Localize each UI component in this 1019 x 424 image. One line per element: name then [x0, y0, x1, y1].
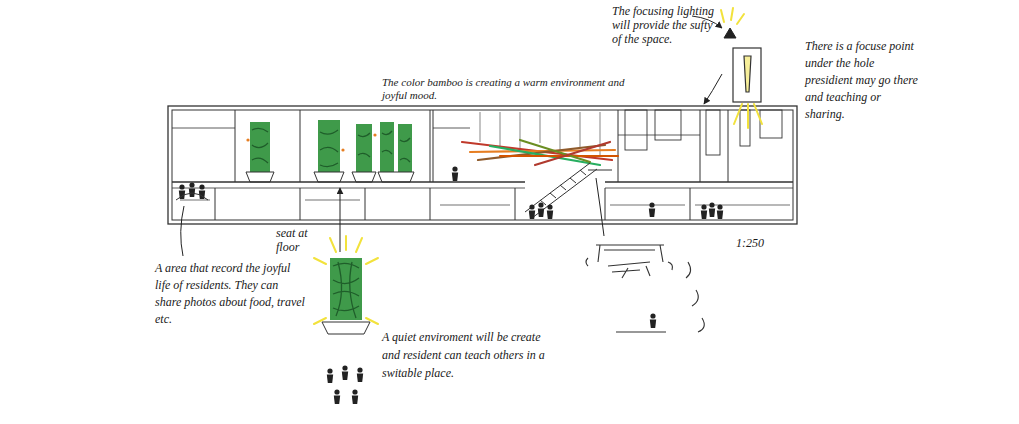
light-ray — [747, 104, 749, 128]
person-figure — [179, 166, 723, 219]
color-bamboo — [535, 142, 610, 165]
stair — [588, 170, 612, 171]
furniture-sketch — [616, 331, 666, 332]
bamboo-column — [380, 122, 394, 172]
light-ray — [721, 10, 724, 22]
building-section — [760, 110, 782, 138]
building-section — [655, 110, 681, 140]
leader-line — [340, 188, 341, 252]
label-anchor: A area that record the joyful life of re… — [155, 260, 307, 328]
person-figure — [547, 204, 553, 219]
person-figure — [649, 202, 655, 217]
furniture-sketch — [586, 258, 673, 270]
person-figure — [342, 365, 348, 380]
record-arch — [176, 193, 208, 200]
color-bamboo — [462, 140, 618, 165]
light-ray — [366, 318, 378, 324]
focus-point-sketch — [744, 56, 751, 92]
light-ray — [737, 14, 744, 24]
leader-line — [596, 178, 604, 236]
label-anchor: A quiet enviroment will be create and re… — [382, 328, 554, 382]
label-anchor: 1:250 — [736, 236, 786, 250]
bamboo-note: The color bamboo is creating a warm envi… — [382, 76, 644, 102]
furniture-sketch — [596, 245, 664, 262]
column-sketch — [322, 258, 370, 334]
person-figure — [327, 368, 333, 383]
person-figure — [529, 204, 535, 219]
light-ray — [314, 258, 326, 264]
person-figure — [357, 367, 363, 382]
furniture-sketch — [686, 262, 704, 332]
leader-line — [181, 206, 184, 256]
person-figure — [334, 389, 340, 404]
stair — [525, 163, 612, 218]
light-fixture — [724, 28, 736, 38]
seat-note: seat at floor — [276, 226, 328, 254]
light-ray — [754, 104, 762, 124]
lighting-note: The focusing lighting will provide the s… — [612, 4, 724, 46]
light-ray — [734, 104, 742, 124]
bamboo-column — [341, 148, 344, 151]
person-figure — [709, 202, 715, 217]
scale-label: 1:250 — [736, 236, 786, 250]
building-section — [625, 110, 647, 150]
person-figure — [452, 166, 458, 181]
building-section — [215, 188, 690, 220]
column-sketch — [322, 322, 370, 334]
person-figure — [701, 204, 707, 219]
bamboo-column — [246, 120, 412, 172]
label-anchor: The color bamboo is creating a warm envi… — [382, 76, 644, 102]
stair — [525, 163, 590, 212]
person-figure — [717, 204, 723, 219]
floor-seat — [246, 172, 274, 182]
building-section — [180, 200, 790, 205]
light-ray — [731, 8, 733, 20]
bamboo-column — [252, 128, 410, 166]
person-figure — [650, 313, 656, 328]
light-ray — [314, 318, 326, 324]
stair — [540, 170, 586, 205]
building-section — [168, 106, 797, 224]
person-figure — [352, 389, 358, 404]
person-figure — [327, 313, 656, 404]
leader-line — [704, 74, 722, 104]
focus-point-sketch — [733, 48, 761, 102]
building-section — [706, 110, 720, 155]
person-figure — [538, 202, 544, 217]
record-arch — [176, 193, 208, 200]
focus-point-note: There is a focuse point under the hole p… — [805, 38, 923, 123]
building-section — [235, 110, 728, 182]
light-ray — [345, 236, 347, 250]
light-ray — [356, 238, 362, 252]
building-section — [172, 110, 793, 220]
furniture-sketch — [608, 262, 650, 278]
light-fixture — [724, 28, 736, 38]
furniture-sketch — [586, 245, 704, 332]
label-anchor: The focusing lighting will provide the s… — [612, 4, 724, 46]
focus-point-sketch — [733, 48, 761, 102]
bamboo-column — [373, 133, 376, 136]
record-area-note: A area that record the joyful life of re… — [155, 260, 307, 328]
leader-line — [181, 16, 722, 256]
bamboo-column — [246, 138, 249, 141]
person-figure — [189, 182, 195, 197]
quiet-area-note: A quiet enviroment will be create and re… — [382, 328, 554, 382]
column-sketch — [330, 258, 362, 320]
label-anchor: There is a focuse point under the hole p… — [805, 38, 923, 123]
bamboo-column — [356, 124, 372, 172]
floor-seat — [378, 172, 414, 182]
building-section — [172, 188, 793, 189]
light-ray — [366, 258, 378, 264]
column-sketch — [333, 262, 359, 318]
floor-seat — [352, 172, 376, 182]
light-ray — [314, 8, 762, 324]
floor-seat — [314, 172, 344, 182]
stair — [532, 169, 597, 218]
bamboo-column — [398, 124, 412, 172]
label-anchor: seat at floor — [276, 226, 328, 254]
building-section — [168, 106, 797, 224]
light-ray — [330, 238, 336, 252]
floor-seat — [246, 172, 414, 182]
